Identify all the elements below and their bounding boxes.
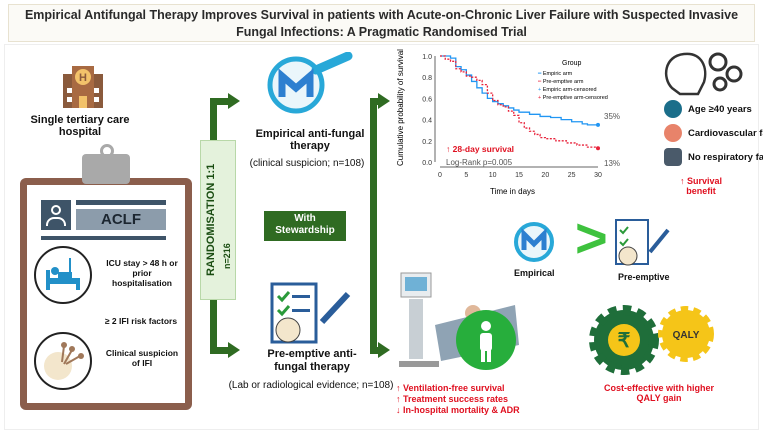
x-tick-label: 20 bbox=[541, 172, 549, 179]
legend-empiric: ━ Empiric arm bbox=[538, 71, 573, 77]
clipboard: ACLF ICU stay > 48 h or prior hospitalis… bbox=[20, 144, 192, 410]
outcome-item: ↓ In-hospital mortality & ADR bbox=[396, 405, 520, 415]
comparison-empirical: Empirical bbox=[514, 268, 555, 278]
benefit-resp: No respiratory failure bbox=[688, 152, 763, 163]
y-tick-label: 0.8 bbox=[422, 75, 432, 82]
criterion-risk: ≥ 2 IFI risk factors bbox=[104, 316, 178, 326]
empiric-final-label: 35% bbox=[604, 112, 621, 121]
person-icon bbox=[664, 100, 682, 118]
survival-annotation: ↑ 28-day survival bbox=[446, 144, 515, 154]
arm-preemptive-title: Pre-emptive anti-fungal therapy bbox=[267, 348, 357, 373]
legend-preemptive-censored: + Pre-emptive arm-censored bbox=[538, 95, 608, 101]
arm-empirical-detail: (clinical suspicion; n=108) bbox=[249, 158, 365, 169]
lungs-icon bbox=[664, 148, 682, 166]
survival-benefit: ↑ Survival benefit bbox=[679, 176, 723, 196]
outcome-item: ↑ Ventilation-free survival bbox=[396, 383, 505, 393]
outcome-item: ↑ Treatment success rates bbox=[396, 394, 509, 404]
arm-preemptive-detail: (Lab or radiological evidence; n=108) bbox=[228, 380, 394, 391]
comparison-preemptive: Pre-emptive bbox=[618, 272, 670, 282]
criterion-suspicion: Clinical suspicion of IFI bbox=[105, 348, 179, 368]
randomisation-box: RANDOMISATION 1:1 n=216 bbox=[200, 140, 236, 300]
content-frame bbox=[4, 44, 759, 430]
heart-icon bbox=[664, 124, 682, 142]
y-tick-label: 0.6 bbox=[422, 96, 432, 103]
censor-mark bbox=[596, 146, 600, 151]
logrank-annotation: Log-Rank p=0.005 bbox=[446, 158, 513, 167]
legend-empiric-censored: + Empiric arm-censored bbox=[538, 87, 597, 93]
fungus-icon bbox=[34, 332, 92, 390]
y-tick-label: 0.4 bbox=[422, 118, 432, 125]
stewardship-badge: With Stewardship bbox=[264, 211, 346, 241]
chart-xlabel: Time in days bbox=[490, 187, 536, 196]
y-tick-label: 0.0 bbox=[422, 160, 432, 167]
x-tick-label: 5 bbox=[464, 172, 468, 179]
empirical-icon bbox=[514, 222, 554, 262]
page-title: Empirical Antifungal Therapy Improves Su… bbox=[8, 4, 755, 42]
legend-preemptive: ┅ Pre-emptive arm bbox=[538, 79, 584, 85]
preemptive-icon bbox=[615, 219, 670, 266]
outcomes-list: ↑ Ventilation-free survival ↑ Treatment … bbox=[396, 383, 520, 416]
arrow-right-icon bbox=[228, 93, 240, 109]
x-tick-label: 0 bbox=[438, 172, 442, 179]
icu-bed-icon bbox=[34, 246, 92, 304]
survival-chart: 0.0 0.2 0.4 0.6 0.8 1.0 0 5 10 15 20 25 30 bbox=[422, 54, 602, 179]
rupee-symbol: ₹ bbox=[618, 330, 631, 352]
cost-text: Cost-effective with higher QALY gain bbox=[604, 383, 715, 403]
chart-legend: ━ Empiric arm ┅ Pre-emptive arm + Empiri… bbox=[538, 70, 608, 102]
benefit-age: Age ≥40 years bbox=[688, 104, 752, 115]
censor-mark bbox=[596, 122, 600, 127]
benefit-cardio: Cardiovascular failure bbox=[688, 128, 763, 139]
randomisation-label: RANDOMISATION 1:1 bbox=[205, 163, 217, 277]
arrow-right-icon bbox=[378, 342, 390, 358]
chart-ylabel: Cumulative probability of survival bbox=[396, 49, 405, 166]
clipboard-header: ACLF bbox=[76, 209, 166, 230]
randomisation-n: n=216 bbox=[222, 243, 232, 269]
clipboard-clip bbox=[82, 154, 130, 184]
x-tick-label: 25 bbox=[568, 172, 576, 179]
avatar-icon bbox=[41, 200, 71, 230]
checklist-icon bbox=[270, 282, 351, 344]
brain-gears-icon bbox=[664, 52, 743, 96]
criterion-icu: ICU stay > 48 h or prior hospitalisation bbox=[106, 258, 178, 288]
y-tick-label: 1.0 bbox=[422, 54, 432, 61]
bracket-2 bbox=[370, 98, 377, 354]
hospital-letter: H bbox=[79, 72, 87, 84]
x-tick-label: 10 bbox=[489, 172, 497, 179]
legend-title: Group bbox=[562, 60, 582, 67]
arrow-right-icon bbox=[228, 342, 240, 358]
arm-empirical-title: Empirical anti-fungal therapy bbox=[255, 128, 365, 152]
series-empiric-line bbox=[440, 55, 598, 126]
qaly-badge: QALY bbox=[673, 330, 700, 341]
arrow-right-icon bbox=[378, 93, 390, 109]
cost-gears-icon: ₹ QALY bbox=[589, 305, 714, 375]
preemptive-final-label: 13% bbox=[604, 159, 621, 168]
greater-than-symbol: > bbox=[575, 206, 608, 269]
series-preemptive-line bbox=[440, 55, 599, 149]
x-tick-label: 30 bbox=[594, 172, 602, 179]
y-tick-label: 0.2 bbox=[422, 139, 432, 146]
setting-label: Single tertiary care hospital bbox=[30, 114, 130, 138]
hospital-icon: H bbox=[63, 66, 103, 108]
magnifier-pill-icon bbox=[267, 52, 353, 114]
person-circle-icon bbox=[456, 310, 516, 370]
x-tick-label: 15 bbox=[515, 172, 523, 179]
